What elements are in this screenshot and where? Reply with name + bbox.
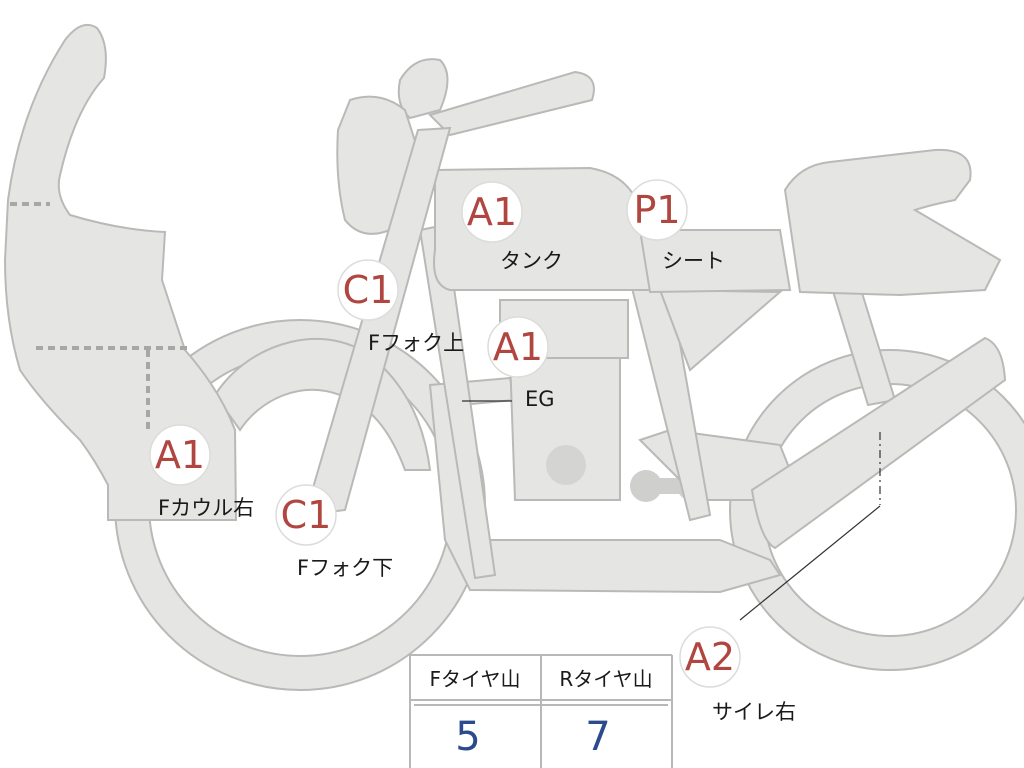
- badge-code: A1: [467, 190, 517, 234]
- damage-badges: A1Fカウル右C1Fフォク上C1Fフォク下A1タンクA1EGP1シートA2サイレ…: [149, 179, 796, 724]
- badge-6: A2 サイレ右: [679, 626, 796, 724]
- badge-circle: [275, 484, 337, 546]
- part-label: シート: [662, 249, 725, 273]
- badge-3: A1 タンク: [461, 181, 563, 273]
- badge-code: A1: [155, 433, 205, 477]
- tire-table-header-front: Fタイヤ山: [430, 667, 521, 691]
- badge-circle: [149, 424, 211, 486]
- silencer: [750, 336, 1007, 550]
- cowl-panel-lines: [10, 202, 192, 430]
- badge-code: C1: [343, 268, 394, 312]
- seat: [638, 229, 792, 294]
- rear-tire-tread-value: 7: [585, 714, 610, 760]
- seat-cowl: [783, 148, 1002, 297]
- tire-table: Fタイヤ山 Rタイヤ山 5 7: [409, 654, 673, 768]
- badge-code: P1: [633, 188, 680, 232]
- front-fork: [303, 126, 452, 517]
- tire-table-header-rear: Rタイヤ山: [559, 667, 652, 691]
- part-label: サイレ右: [712, 700, 796, 724]
- part-label: Fカウル右: [158, 496, 254, 520]
- badge-code: C1: [281, 493, 332, 537]
- badge-5: P1 シート: [626, 179, 725, 273]
- badge-code: A1: [493, 325, 543, 369]
- badge-circle: [461, 181, 523, 243]
- part-label: EG: [525, 387, 555, 411]
- badge-circle: [487, 316, 549, 378]
- part-label: Fフォク下: [297, 556, 393, 580]
- badge-circle: [679, 626, 741, 688]
- front-tire-tread-value: 5: [455, 714, 480, 760]
- badge-code: A2: [685, 635, 735, 679]
- front-cowl: [3, 24, 238, 521]
- badge-circle: [337, 259, 399, 321]
- badge-circle: [626, 179, 688, 241]
- part-label: Fフォク上: [368, 331, 464, 355]
- silencer-leader-line: [739, 505, 881, 621]
- handlebar: [428, 70, 595, 137]
- mirror: [397, 58, 449, 120]
- part-label: タンク: [500, 249, 563, 273]
